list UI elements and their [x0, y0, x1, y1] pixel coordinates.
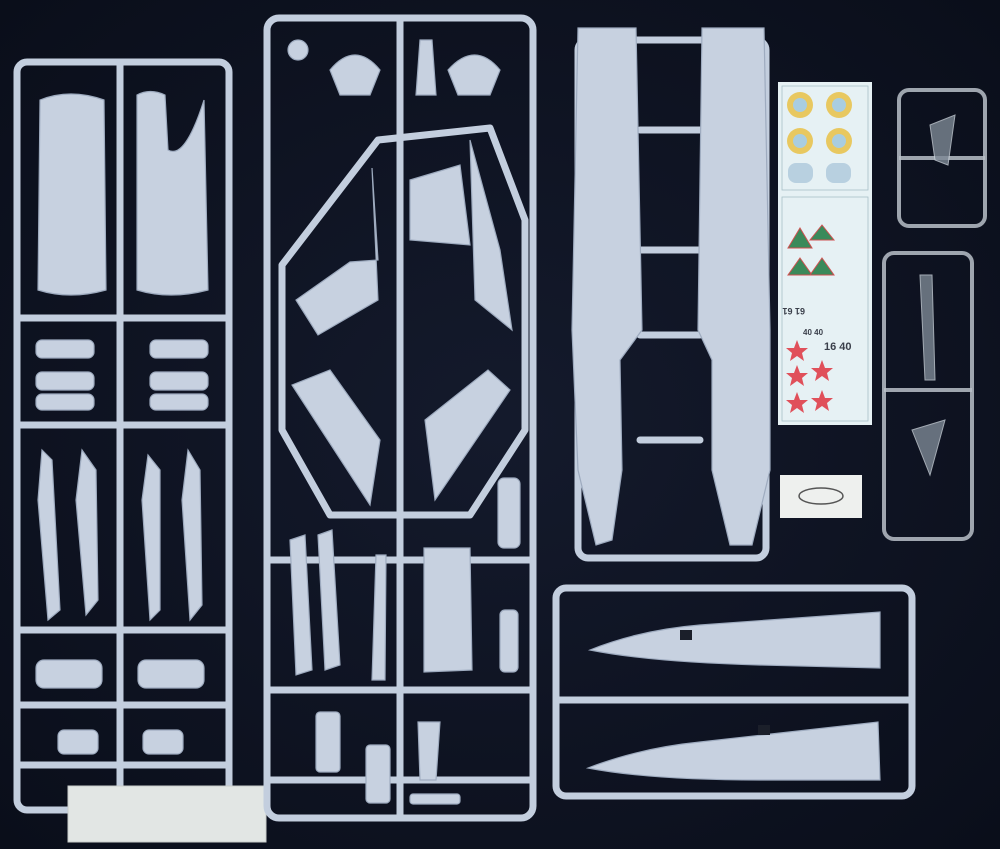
roundel-decals — [787, 92, 852, 183]
decal-strip — [67, 785, 267, 843]
decal-number-small: 40 40 — [803, 328, 824, 337]
decal-number-large: 16 40 — [824, 341, 852, 353]
fuselage-sprue — [571, 27, 771, 562]
small-decal — [780, 475, 862, 518]
decal-number-side: 61 61 — [782, 306, 805, 316]
triangle-decals — [787, 224, 836, 276]
nose-sprue — [552, 584, 916, 800]
middle-sprue — [263, 14, 537, 822]
clear-sprues — [882, 88, 987, 541]
decal-sheet: 61 61 40 40 16 40 — [778, 82, 872, 425]
star-decals — [786, 340, 833, 413]
left-sprue — [13, 58, 233, 814]
